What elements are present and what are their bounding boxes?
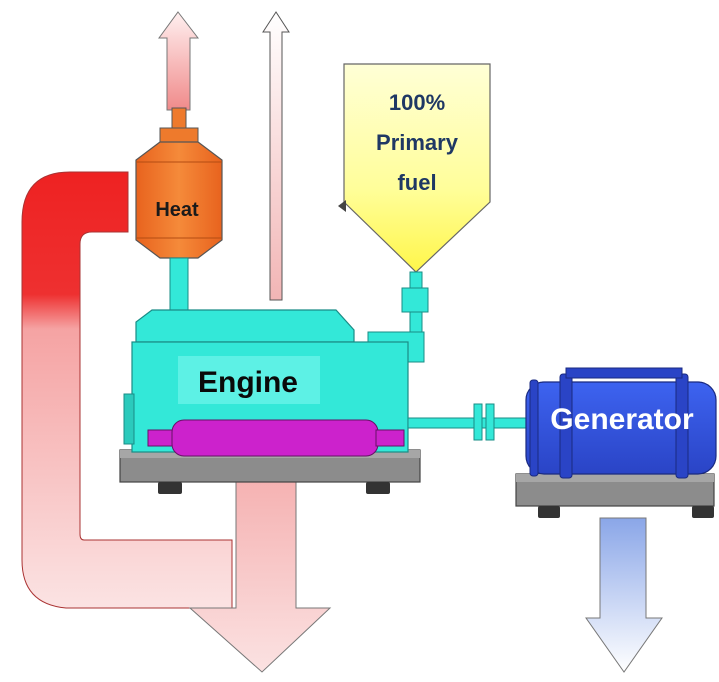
fuel-label-line1: 100% [389, 90, 445, 115]
heat-output-arrow-icon [158, 11, 200, 111]
fuel-label-line2: Primary [376, 130, 459, 155]
drive-shaft [407, 403, 531, 441]
fuel-label-line3: fuel [397, 170, 436, 195]
heat-exchanger: Heat [135, 107, 223, 315]
heat-label: Heat [155, 199, 199, 221]
generator-label: Generator [550, 403, 694, 436]
exhaust-arrow-icon [262, 11, 290, 301]
fuel-tank-notch [338, 200, 346, 212]
electric-output-arrow-icon [585, 517, 663, 673]
engine-feet [158, 482, 390, 494]
generator-base-plate-top [516, 474, 714, 482]
engine-label: Engine [198, 366, 298, 399]
generator: Generator [525, 367, 717, 479]
exhaust-duct [21, 171, 233, 609]
crankshaft [147, 419, 405, 457]
generator-feet [538, 506, 714, 518]
exhaust-loss-arrow-icon [188, 439, 332, 673]
fuel-tank: 100% Primary fuel [343, 63, 491, 273]
